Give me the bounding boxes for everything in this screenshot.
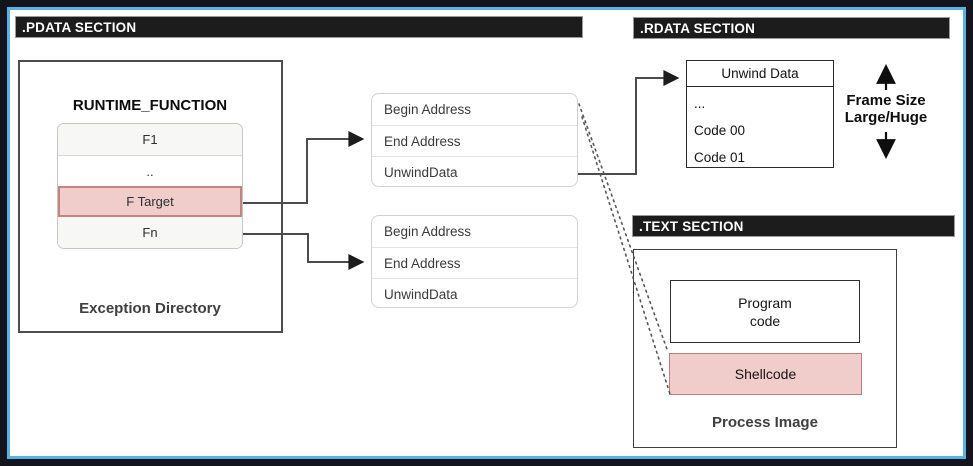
entry-field-end-address: End Address bbox=[372, 125, 577, 156]
rdata-section-label: .RDATA SECTION bbox=[640, 20, 756, 36]
unwind-item-code-00: Code 00 bbox=[694, 123, 746, 138]
unwind-item-code-01: Code 01 bbox=[694, 150, 746, 165]
program-code-line-2: code bbox=[749, 312, 781, 329]
entry-field-unwind-data: UnwindData bbox=[372, 278, 577, 309]
runtime-function-title: RUNTIME_FUNCTION bbox=[72, 97, 228, 114]
entry-field-begin-address: Begin Address bbox=[372, 94, 577, 125]
field-label: Begin Address bbox=[384, 102, 472, 117]
shellcode-label: Shellcode bbox=[734, 366, 797, 382]
rdata-section-bar: .RDATA SECTION bbox=[633, 17, 950, 39]
field-label: End Address bbox=[384, 255, 461, 271]
entry-field-end-address: End Address bbox=[372, 247, 577, 278]
unwind-data-header: Unwind Data bbox=[687, 61, 833, 87]
row-label: .. bbox=[146, 163, 154, 179]
shellcode-box: Shellcode bbox=[669, 353, 862, 395]
text-section-bar: .TEXT SECTION bbox=[632, 215, 955, 237]
row-label: F Target bbox=[126, 194, 174, 209]
runtime-entry-box-1: Begin Address End Address UnwindData bbox=[371, 93, 578, 187]
table-row-f1: F1 bbox=[58, 124, 242, 155]
unwind-item-ellipsis: ... bbox=[694, 96, 706, 111]
runtime-entry-box-2: Begin Address End Address UnwindData bbox=[371, 215, 578, 308]
entry-field-unwind-data: UnwindData bbox=[372, 156, 577, 187]
program-code-box: Program code bbox=[670, 280, 860, 343]
unwind-data-items: ... Code 00 Code 01 bbox=[687, 87, 833, 171]
table-row-ellipsis: .. bbox=[58, 155, 242, 186]
exception-directory-caption: Exception Directory bbox=[79, 300, 221, 317]
unwind-data-box: Unwind Data ... Code 00 Code 01 bbox=[686, 60, 834, 168]
entry-field-begin-address: Begin Address bbox=[372, 216, 577, 247]
runtime-function-table: F1 .. F Target Fn bbox=[57, 123, 243, 249]
field-label: UnwindData bbox=[384, 164, 458, 180]
row-label: F1 bbox=[142, 132, 158, 147]
frame-size-label: Frame Size Large/Huge bbox=[836, 92, 936, 126]
pdata-section-label: .PDATA SECTION bbox=[22, 19, 137, 35]
table-row-fn: Fn bbox=[58, 217, 242, 248]
text-section-label: .TEXT SECTION bbox=[639, 218, 744, 234]
process-image-caption: Process Image bbox=[712, 414, 818, 431]
pdata-section-bar: .PDATA SECTION bbox=[15, 16, 583, 38]
program-code-line-1: Program bbox=[738, 294, 792, 311]
frame-size-line-2: Large/Huge bbox=[844, 109, 928, 126]
table-row-f-target: F Target bbox=[58, 186, 242, 217]
row-label: Fn bbox=[142, 225, 158, 240]
field-label: Begin Address bbox=[384, 224, 472, 239]
field-label: End Address bbox=[384, 133, 461, 149]
frame-size-line-1: Frame Size bbox=[846, 92, 926, 109]
field-label: UnwindData bbox=[384, 286, 458, 302]
